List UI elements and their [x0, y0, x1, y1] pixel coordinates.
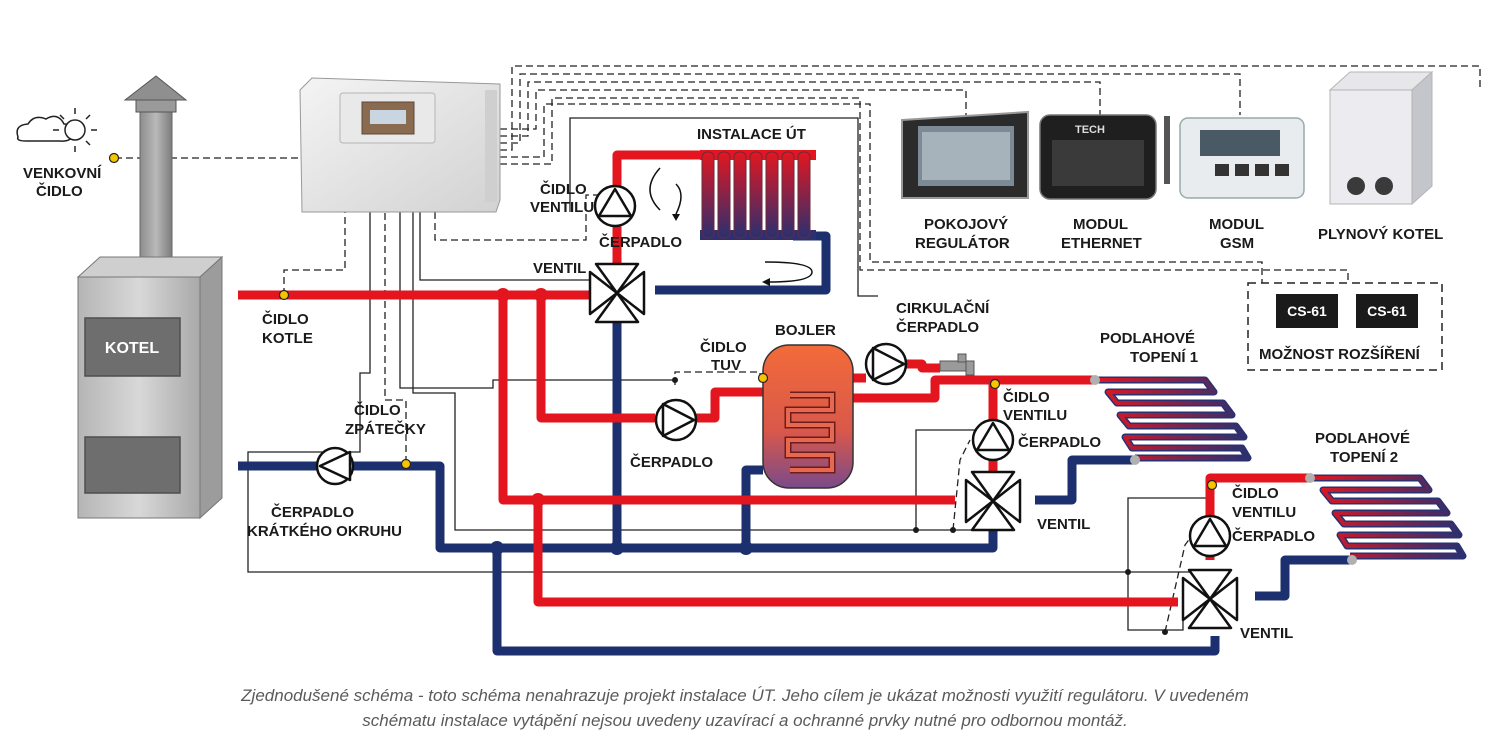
outdoor-sensor-dot	[108, 152, 120, 164]
dhw-tank	[762, 344, 854, 489]
flow-arrow-icon	[649, 167, 813, 286]
radiator-valve-label: VENTIL	[533, 260, 586, 277]
radiator-valve-icon	[588, 262, 646, 324]
return-sensor-label: ČIDLO ZPÁTEČKY	[345, 401, 426, 438]
short-circuit-pump-label: ČERPADLO KRÁTKÉHO OKRUHU	[247, 503, 402, 540]
room-regulator-label: POKOJOVÝ REGULÁTOR	[915, 215, 1012, 252]
floor-heating-2	[1305, 473, 1467, 565]
boiler-label: KOTEL	[105, 340, 159, 357]
dhw-sensor-dot	[757, 372, 769, 384]
ethernet-module-device: TECH	[1039, 114, 1157, 200]
expansion-module-2-label: CS-61	[1367, 303, 1407, 319]
return-sensor-dot	[400, 458, 412, 470]
radiator-valve-sensor-label: ČIDLO VENTILU	[530, 180, 594, 216]
expansion-module-1-label: CS-61	[1287, 303, 1327, 319]
floor1-sensor-dot	[989, 378, 1001, 390]
floor1-pump-icon	[971, 418, 1015, 462]
floor1-pump-label: ČERPADLO	[1018, 433, 1101, 451]
tank-pump-label: ČERPADLO	[630, 453, 713, 471]
expansion-module-2: CS-61	[1356, 294, 1418, 328]
radiator-pump-label: ČERPADLO	[599, 233, 682, 251]
tap-icon	[939, 353, 975, 376]
circulation-pump-label: CIRKULAČNÍ ČERPADLO	[896, 299, 994, 336]
floor2-pump-icon	[1188, 514, 1232, 558]
expansion-caption-label: MOŽNOST ROZŠÍŘENÍ	[1259, 345, 1421, 363]
floor1-valve-icon	[964, 470, 1022, 532]
floor-heating-1-label: PODLAHOVÉ TOPENÍ 1	[1100, 330, 1199, 366]
floor2-pump-label: ČERPADLO	[1232, 527, 1315, 545]
boiler-sensor-dot	[278, 289, 290, 301]
sun-cloud-icon	[16, 108, 97, 152]
floor1-valve-sensor-label: ČIDLO VENTILU	[1003, 388, 1067, 424]
floor2-valve-label: VENTIL	[1240, 625, 1293, 642]
gsm-module-label: MODUL GSM	[1209, 216, 1268, 252]
outdoor-sensor-label: VENKOVNÍ ČIDLO	[23, 165, 106, 200]
floor2-sensor-dot	[1206, 479, 1218, 491]
disclaimer-caption: Zjednodušené schéma - toto schéma nenahr…	[0, 683, 1490, 733]
floor-heating-2-label: PODLAHOVÉ TOPENÍ 2	[1315, 430, 1414, 466]
short-circuit-pump-icon	[315, 446, 355, 486]
flow-pipes	[238, 150, 1310, 607]
gsm-module-device	[1164, 116, 1305, 199]
chimney	[123, 75, 188, 278]
boiler-sensor-label: ČIDLO KOTLE	[262, 310, 313, 347]
solid-wiring	[247, 117, 1219, 635]
floor1-valve-label: VENTIL	[1037, 516, 1090, 533]
boiler-kotel: KOTEL	[76, 255, 224, 520]
tank-label: BOJLER	[775, 322, 836, 339]
tank-pump-icon	[654, 398, 698, 442]
main-controller	[299, 77, 501, 213]
radiator-pump-icon	[593, 184, 637, 228]
expansion-module-1: CS-61	[1276, 294, 1338, 328]
floor-heating-1	[1090, 375, 1252, 465]
gas-boiler-device	[1328, 70, 1434, 206]
radiator	[700, 150, 816, 240]
ethernet-module-label: MODUL ETHERNET	[1061, 216, 1142, 252]
room-regulator-device	[901, 110, 1029, 199]
dhw-sensor-label: ČIDLO TUV	[700, 338, 751, 374]
expansion-frame	[1247, 282, 1443, 371]
disclaimer-line-2: schématu instalace vytápění nejsou uvede…	[362, 711, 1128, 730]
circulation-pump-icon	[864, 342, 908, 386]
gas-boiler-label: PLYNOVÝ KOTEL	[1318, 225, 1443, 243]
floor2-valve-sensor-label: ČIDLO VENTILU	[1232, 484, 1296, 521]
heating-installation-label: INSTALACE ÚT	[697, 125, 806, 143]
ethernet-brand-label: TECH	[1075, 124, 1105, 136]
return-pipes	[238, 231, 1352, 656]
floor2-valve-icon	[1181, 568, 1239, 630]
disclaimer-line-1: Zjednodušené schéma - toto schéma nenahr…	[241, 686, 1249, 705]
